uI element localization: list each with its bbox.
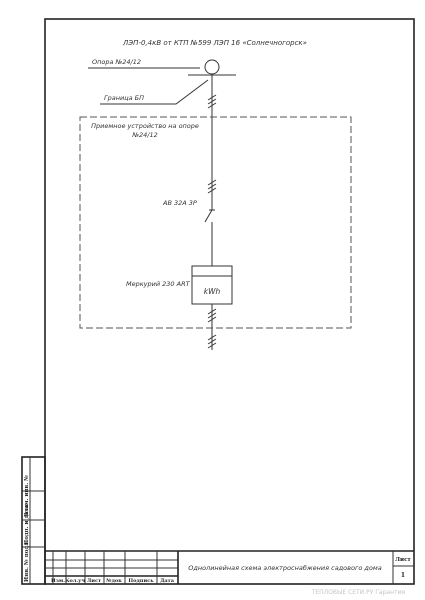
title-block xyxy=(45,550,414,584)
title-block-header-docnum: №док xyxy=(106,578,122,584)
breaker-label: АВ 32А 3Р xyxy=(162,199,197,207)
phase-ticks-bottom xyxy=(207,334,217,349)
receiver-boundary-box xyxy=(79,116,352,329)
receiver-label-line-1: Приемное устройство на опоре xyxy=(91,122,199,130)
side-stamp: Инв. № подл. Подп. и дата Взам. инв. № xyxy=(21,456,46,585)
meter-box xyxy=(191,265,233,305)
breaker-switch-blade xyxy=(204,209,213,223)
sheet-number: 1 xyxy=(401,572,405,579)
drawing-title: Однолинейная схема электроснабжения садо… xyxy=(188,564,382,572)
drawing-frame xyxy=(44,18,415,585)
line-title: ЛЭП-0,4кВ от КТП №599 ЛЭП 16 «Солнечного… xyxy=(122,39,307,47)
side-stamp-sign-label: Подп. и дата xyxy=(24,504,30,545)
title-block-header-sheet: Лист xyxy=(87,578,101,584)
side-stamp-inv-label: Инв. № подл. xyxy=(23,540,30,582)
meter-unit: kWh xyxy=(204,287,221,296)
receiver-label-line-2: №24/12 xyxy=(131,131,158,139)
phase-ticks-top xyxy=(207,94,217,109)
sheet-label: Лист xyxy=(395,557,411,563)
pole-circle xyxy=(204,59,220,75)
title-block-header-signature: Подпись xyxy=(128,578,154,584)
title-block-header-rev: Изм. xyxy=(51,578,65,584)
boundary-label: Граница БП xyxy=(104,94,144,102)
phase-ticks-breaker xyxy=(207,179,217,194)
watermark: ТЕПЛОВЫЕ СЕТИ.РУ Гарантия xyxy=(311,589,406,596)
title-block-header-qty: Кол.уч xyxy=(65,578,85,584)
phase-ticks-meter xyxy=(207,308,217,323)
boundary-leader xyxy=(100,79,209,105)
support-label: Опора №24/12 xyxy=(92,58,141,66)
meter-label: Меркурий 230 ART xyxy=(126,280,191,288)
title-block-header-date: Дата xyxy=(160,578,175,584)
side-stamp-replace-label: Взам. инв. № xyxy=(23,475,30,517)
